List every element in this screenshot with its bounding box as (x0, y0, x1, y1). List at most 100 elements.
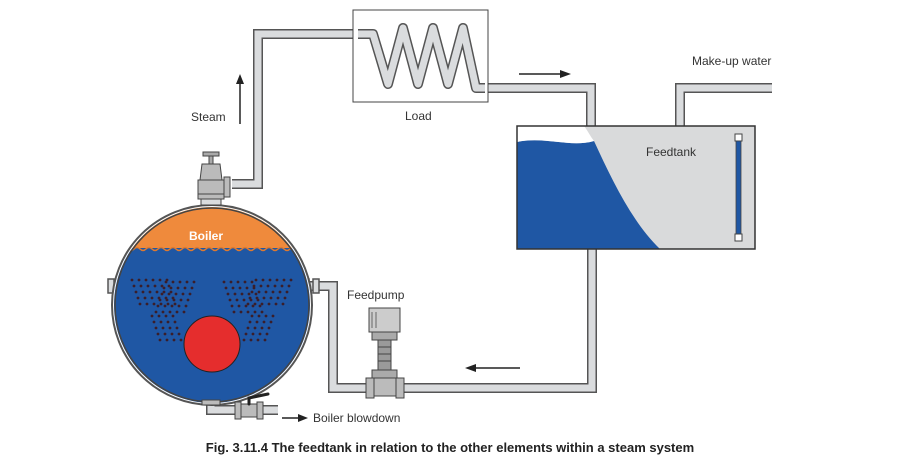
tube-dot (255, 296, 259, 300)
tube-dot (152, 320, 156, 324)
tube-dot (242, 298, 246, 302)
arrow-icon (519, 70, 571, 78)
tube-dot (148, 290, 152, 294)
tube-dot (164, 280, 168, 284)
tube-dot (171, 314, 175, 318)
ball-valve-icon (201, 392, 270, 420)
tube-dot (169, 286, 173, 290)
load-label: Load (405, 109, 432, 123)
tube-dot (168, 310, 172, 314)
boiler: Boiler (111, 204, 313, 406)
tube-dot (132, 284, 136, 288)
tube-dot (238, 286, 242, 290)
tube-dot (167, 284, 171, 288)
tube-dot (262, 296, 266, 300)
tube-dot (235, 298, 239, 302)
feedtank-label: Feedtank (646, 145, 697, 159)
tube-dot (240, 292, 244, 296)
tube-dot (260, 310, 264, 314)
tube-dot (268, 278, 272, 282)
tube-dot (173, 320, 177, 324)
tube-dot (143, 296, 147, 300)
tube-dot (224, 286, 228, 290)
tube-dot (269, 296, 273, 300)
tube-dot (181, 292, 185, 296)
tube-dot (265, 332, 269, 336)
tube-dot (166, 320, 170, 324)
tube-dot (257, 290, 261, 294)
tube-dot (250, 290, 254, 294)
tube-dot (248, 296, 252, 300)
tube-dot (258, 332, 262, 336)
tube-dot (244, 332, 248, 336)
tube-dot (163, 304, 167, 308)
tube-dot (145, 302, 149, 306)
tube-dot (175, 326, 179, 330)
tube-dot (165, 338, 169, 342)
tube-dot (243, 280, 247, 284)
tube-dot (287, 284, 291, 288)
tube-dot (130, 278, 134, 282)
tube-dot (155, 290, 159, 294)
boiler-tubes (130, 278, 293, 342)
arrow-icon (465, 364, 520, 372)
tube-dot (251, 304, 255, 308)
tube-dot (266, 284, 270, 288)
tube-dot (244, 304, 248, 308)
tube-dot (278, 290, 282, 294)
tube-dot (260, 326, 264, 330)
tube-dot (161, 310, 165, 314)
tube-dot (262, 320, 266, 324)
tube-dot (260, 302, 264, 306)
tube-dot (166, 302, 170, 306)
tube-dot (247, 292, 251, 296)
condensate-return-pipe (480, 83, 596, 127)
tube-dot (156, 304, 160, 308)
tube-dot (282, 278, 286, 282)
tube-dot (137, 278, 141, 282)
tube-dot (170, 304, 174, 308)
tube-dot (179, 338, 183, 342)
tube-dot (289, 278, 293, 282)
tube-dot (153, 284, 157, 288)
tube-dot (267, 302, 271, 306)
tube-dot (174, 292, 178, 296)
tube-dot (269, 320, 273, 324)
tube-dot (177, 332, 181, 336)
tube-dot (280, 284, 284, 288)
tube-dot (252, 284, 256, 288)
makeup-water-pipe (675, 83, 772, 127)
tube-dot (250, 314, 254, 318)
tube-dot (168, 326, 172, 330)
tube-dot (258, 304, 262, 308)
tube-dot (253, 326, 257, 330)
tube-dot (178, 280, 182, 284)
tube-dot (232, 310, 236, 314)
tube-dot (171, 280, 175, 284)
tube-dot (267, 326, 271, 330)
tube-dot (271, 290, 275, 294)
boiler-furnace (183, 315, 241, 373)
tube-dot (185, 280, 189, 284)
tube-dot (176, 286, 180, 290)
tube-dot (222, 280, 226, 284)
tube-dot (161, 326, 165, 330)
tube-dot (192, 280, 196, 284)
tube-dot (246, 326, 250, 330)
feedtank: Feedtank (516, 125, 756, 250)
tube-dot (275, 278, 279, 282)
tube-dot (159, 320, 163, 324)
tube-dot (188, 292, 192, 296)
tube-dot (255, 320, 259, 324)
tube-dot (246, 302, 250, 306)
tube-dot (154, 326, 158, 330)
sight-glass-icon (734, 133, 743, 242)
arrow-icon (236, 74, 244, 124)
tube-dot (186, 298, 190, 302)
tube-dot (230, 304, 234, 308)
tube-dot (249, 338, 253, 342)
tube-dot (276, 296, 280, 300)
boiler-label: Boiler (189, 229, 223, 243)
gate-valve-icon (197, 151, 231, 206)
tube-dot (165, 298, 169, 302)
